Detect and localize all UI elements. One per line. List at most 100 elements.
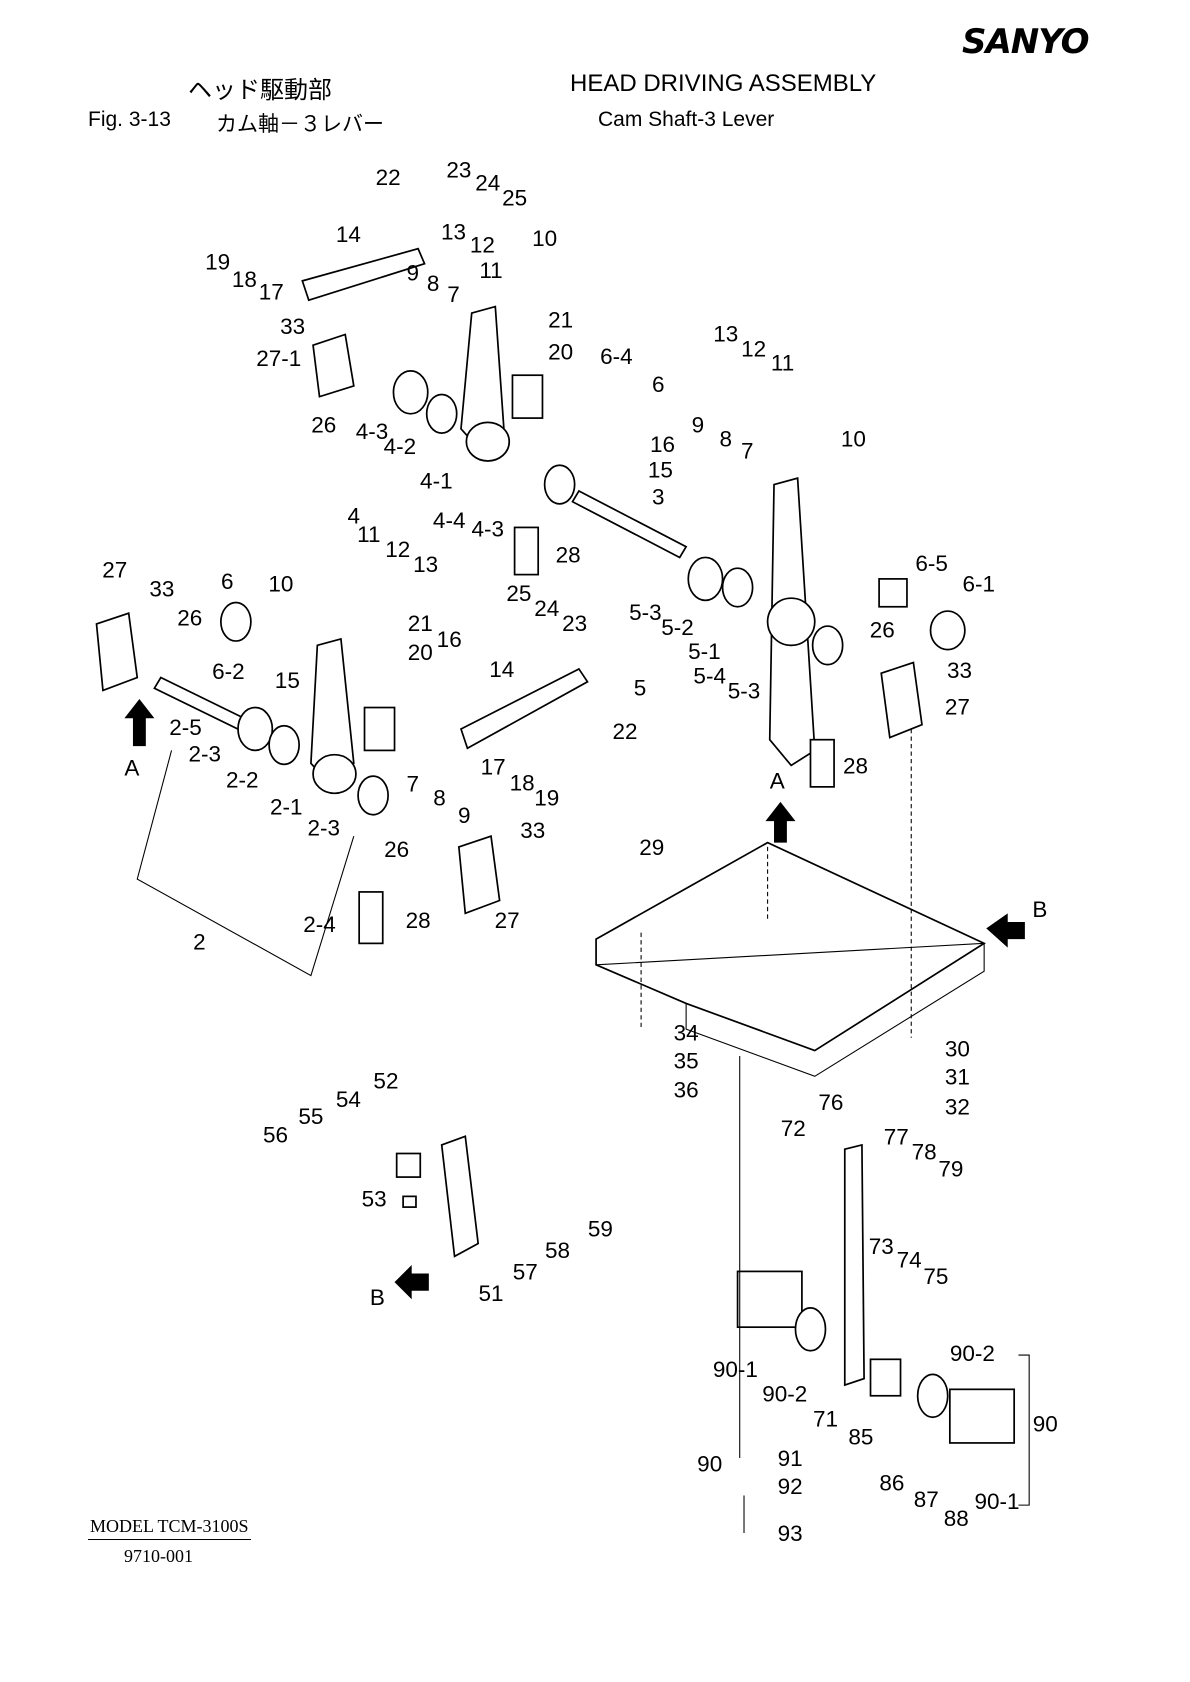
- part-label: 4-3: [356, 419, 389, 444]
- part-label: 23: [446, 157, 471, 182]
- bearing-5-3: [687, 556, 724, 602]
- part-label: 32: [945, 1094, 970, 1119]
- part-label: 33: [149, 577, 174, 602]
- part-label: 53: [362, 1187, 387, 1212]
- part-label: 5-3: [629, 600, 662, 625]
- part-label: 92: [778, 1474, 803, 1499]
- part-label: 4-3: [472, 517, 505, 542]
- part-label: 5-4: [693, 663, 726, 688]
- bearing-2-3-b: [357, 775, 389, 816]
- part-label: A: [124, 756, 139, 781]
- part-label: 27: [945, 695, 970, 720]
- lever-hub-4-1: [465, 421, 511, 462]
- part-label: 22: [613, 719, 638, 744]
- part-label: 14: [336, 222, 361, 247]
- part-label: 72: [781, 1116, 806, 1141]
- cam-shaft-3: [571, 489, 688, 559]
- part-label: 6-5: [915, 551, 948, 576]
- part-label: 2-3: [189, 742, 222, 767]
- block-90-1-left: [736, 1270, 803, 1329]
- part-label: 75: [923, 1264, 948, 1289]
- part-label: 21: [408, 611, 433, 636]
- part-label: 26: [177, 606, 202, 631]
- leader-assembly-90: [1018, 1354, 1030, 1506]
- part-label: 13: [413, 552, 438, 577]
- part-label: 3: [652, 484, 665, 509]
- part-label: 31: [945, 1064, 970, 1089]
- part-label: 27-1: [256, 346, 301, 371]
- part-label: 5: [634, 675, 647, 700]
- bracket-27-right: [880, 661, 923, 739]
- bearing-90-2-left: [794, 1307, 827, 1352]
- part-label: 8: [427, 271, 440, 296]
- roller-6-left: [220, 601, 252, 642]
- part-label: 15: [648, 458, 673, 483]
- part-label: 20: [408, 640, 433, 665]
- part-label: 6-2: [212, 659, 245, 684]
- part-label: 28: [406, 908, 431, 933]
- part-label: 55: [298, 1104, 323, 1129]
- part-label: 90-1: [974, 1489, 1019, 1514]
- part-label: 79: [938, 1157, 963, 1182]
- part-label: 8: [433, 786, 446, 811]
- block-85: [869, 1358, 902, 1397]
- part-label: 7: [447, 282, 460, 307]
- part-label: 22: [376, 165, 401, 190]
- part-label: B: [1032, 897, 1047, 922]
- part-label: 17: [481, 755, 506, 780]
- part-label: 56: [263, 1122, 288, 1147]
- bearing-4-3-upper: [392, 370, 429, 415]
- lever-hub-right: [766, 597, 816, 647]
- part-label: 2-3: [308, 816, 341, 841]
- part-label: 74: [897, 1248, 922, 1273]
- spring-28-right: [809, 738, 835, 788]
- part-label: 24: [475, 170, 500, 195]
- part-label: 13: [713, 321, 738, 346]
- bracket-27-1: [312, 333, 355, 398]
- part-label: 33: [520, 818, 545, 843]
- part-label: 16: [650, 432, 675, 457]
- part-label: 78: [912, 1139, 937, 1164]
- collar-5-2: [721, 567, 754, 608]
- sanyo-logo: SANYO: [962, 22, 1090, 62]
- bearing-4-3-b: [543, 464, 576, 505]
- part-label: 11: [771, 350, 794, 375]
- part-label: 25: [502, 185, 527, 210]
- part-label: 5-3: [728, 678, 761, 703]
- part-label: 7: [406, 772, 419, 797]
- plate-51: [440, 1135, 480, 1258]
- part-label: 27: [495, 908, 520, 933]
- part-label: 36: [674, 1077, 699, 1102]
- part-label: 2: [193, 929, 206, 954]
- part-label: 2-4: [303, 912, 336, 937]
- lever-71: [843, 1143, 865, 1387]
- part-label: 4-4: [433, 508, 466, 533]
- arrow-a-left: [124, 698, 155, 747]
- part-label: 16: [437, 627, 462, 652]
- arrow-a-right: [765, 801, 796, 843]
- part-label: A: [770, 769, 785, 794]
- part-label: B: [370, 1285, 385, 1310]
- part-label: 12: [741, 337, 766, 362]
- block-53: [402, 1195, 417, 1208]
- document-code: 9710-001: [124, 1546, 193, 1566]
- part-label: 54: [336, 1087, 361, 1112]
- part-label: 9: [458, 803, 471, 828]
- figure-number: Fig. 3-13: [88, 108, 171, 131]
- part-label: 11: [357, 522, 380, 547]
- part-label: 9: [692, 413, 705, 438]
- bearing-2-3: [237, 706, 274, 752]
- block-90-1-right: [948, 1388, 1016, 1444]
- lever-hub-2-1: [312, 753, 357, 795]
- part-label: 4-1: [420, 468, 453, 493]
- part-label: 30: [945, 1037, 970, 1062]
- part-label: 13: [441, 220, 466, 245]
- part-label: 24: [534, 596, 559, 621]
- part-label: 4: [348, 504, 361, 529]
- part-label: 86: [879, 1471, 904, 1496]
- block-left: [363, 706, 396, 752]
- part-label: 90: [697, 1451, 722, 1476]
- part-label: 10: [841, 427, 866, 452]
- model-number: MODEL TCM-3100S: [88, 1516, 251, 1540]
- part-label: 7: [741, 438, 754, 463]
